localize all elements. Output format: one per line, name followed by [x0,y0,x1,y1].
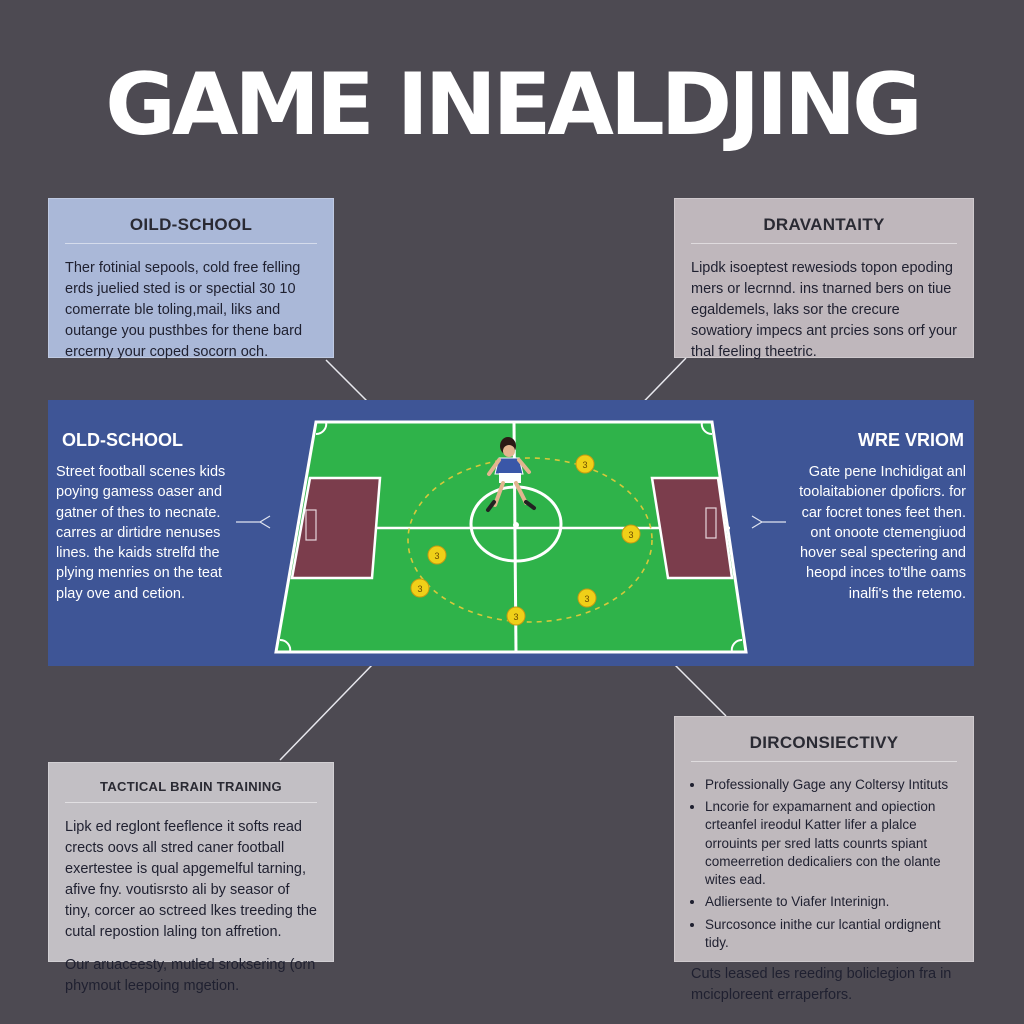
player-icon [486,437,536,512]
list-item: Surcosonce inithe cur lcantial ordignent… [705,916,957,952]
svg-text:3: 3 [434,551,439,561]
list-item: Professionally Gage any Coltersy Intitut… [705,776,957,794]
tactical-path [407,457,653,623]
svg-text:3: 3 [417,584,422,594]
band-right-heading: WRE VRIOM [858,430,964,450]
marker-3: 3 [427,545,447,565]
pitch-field [274,420,748,654]
right-goal-icon [705,507,717,539]
bullet-list: Professionally Gage any Coltersy Intitut… [691,776,957,952]
card-text: Ther fotinial sepools, cold free felling… [65,260,303,361]
left-goal-icon [305,509,317,541]
marker-6: 3 [506,606,526,626]
card-tactical-brain-training: TACTICAL BRAIN TRAINING Lipk ed reglont … [48,762,334,994]
card-old-school-top: OILD-SCHOOL Ther fotinial sepools, cold … [48,198,334,360]
band-left-heading: OLD-SCHOOL [62,430,183,450]
svg-text:3: 3 [582,460,587,470]
list-item: Adliersente to Viafer Interinign. [705,893,957,911]
card-heading: OILD-SCHOOL [65,215,317,244]
right-bracket-icon [751,515,786,529]
marker-5: 3 [577,588,597,608]
right-goal-box [650,476,734,580]
marker-1: 3 [575,454,595,474]
pitch-band: OLD-SCHOOL Street football scenes kids p… [48,400,974,666]
card-text: Lipk ed reglont feeflence it softs read … [65,819,317,941]
band-left-text: Street football scenes kids poying games… [56,464,226,602]
left-bracket-icon [236,515,271,529]
left-goal-box [290,476,382,580]
card-heading: DIRCONSIECTIVY [691,733,957,762]
svg-text:3: 3 [628,530,633,540]
band-right-text: Gate pene Inchidigat anl toolaitabioner … [799,464,966,602]
card-heading: TACTICAL BRAIN TRAINING [65,779,317,803]
svg-text:3: 3 [513,612,518,622]
marker-2: 3 [621,524,641,544]
card-text: Cuts leased les reeding boliclegion fra … [691,965,952,1003]
page-title: GAME INEALDJING [105,55,922,155]
svg-text:3: 3 [584,594,589,604]
football-pitch-diagram: 3 3 3 3 3 3 [236,420,786,654]
card-dravantaity: DRAVANTAITY Lipdk isoeptest rewesiods to… [674,198,974,360]
list-item: Lncorie for expamarnent and opiection cr… [705,798,957,889]
card-heading: DRAVANTAITY [691,215,957,244]
card-text-secondary: Our aruaceesty, mutled sroksering (orn p… [65,957,316,995]
marker-4: 3 [410,578,430,598]
card-text: Lipdk isoeptest rewesiods topon epoding … [691,260,957,361]
card-dirconsiectivy: DIRCONSIECTIVY Professionally Gage any C… [674,716,974,1003]
